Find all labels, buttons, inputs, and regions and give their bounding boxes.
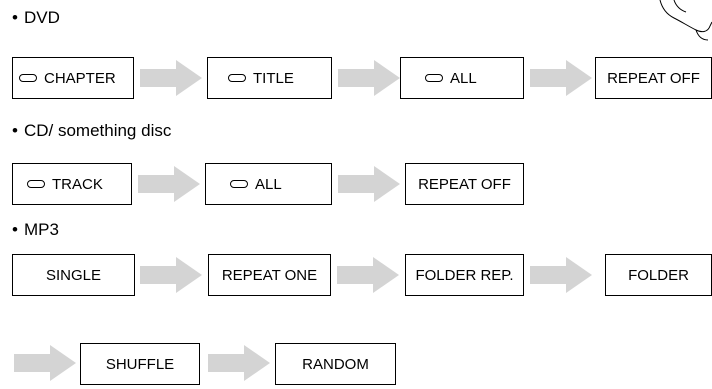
dvd-step-label: CHAPTER [44, 69, 116, 87]
mp3-step-label: SHUFFLE [105, 355, 175, 373]
dvd-step-title: TITLE [207, 57, 332, 99]
bullet: • [12, 220, 18, 239]
bullet: • [12, 121, 18, 140]
cd-step-label: REPEAT OFF [418, 175, 511, 193]
repeat-icon [19, 74, 37, 82]
right-arrow-icon [14, 345, 76, 381]
right-arrow-icon [140, 257, 202, 293]
mp3-step-random: RANDOM [275, 343, 396, 385]
mp3-step-folder-rep: FOLDER REP. [405, 254, 524, 296]
cd-heading-label: CD/ something disc [23, 121, 172, 140]
cd-step-label: ALL [255, 175, 282, 193]
dvd-step-chapter: CHAPTER [12, 57, 134, 99]
mp3-heading: • MP3 [12, 220, 59, 240]
bullet: • [12, 8, 18, 27]
cd-step-all: ALL [205, 163, 332, 205]
cd-step-label: TRACK [52, 175, 103, 193]
mp3-step-label: RANDOM [302, 355, 369, 373]
mp3-step-label: FOLDER [628, 266, 689, 284]
mp3-step-single: SINGLE [12, 254, 135, 296]
cd-heading: • CD/ something disc [12, 121, 171, 141]
right-arrow-icon [208, 345, 270, 381]
repeat-icon [425, 74, 443, 82]
mp3-step-label: SINGLE [45, 266, 102, 284]
mp3-step-folder: FOLDER [605, 254, 712, 296]
right-arrow-icon [337, 257, 399, 293]
right-arrow-icon [338, 60, 400, 96]
mp3-step-repeat-one: REPEAT ONE [208, 254, 331, 296]
dvd-step-label: REPEAT OFF [607, 69, 700, 87]
right-arrow-icon [138, 166, 200, 202]
mp3-heading-label: MP3 [23, 220, 59, 239]
dvd-step-label: ALL [450, 69, 477, 87]
repeat-icon [230, 180, 248, 188]
dvd-step-all: ALL [400, 57, 524, 99]
dvd-step-label: TITLE [253, 69, 294, 87]
right-arrow-icon [140, 60, 202, 96]
dvd-heading-label: DVD [23, 8, 60, 27]
hand-icon [659, 0, 712, 41]
mp3-step-shuffle: SHUFFLE [80, 343, 200, 385]
repeat-icon [27, 180, 45, 188]
mp3-step-label: REPEAT ONE [221, 266, 318, 284]
repeat-icon [228, 74, 246, 82]
right-arrow-icon [338, 166, 400, 202]
cd-step-repeat-off: REPEAT OFF [405, 163, 524, 205]
dvd-step-repeat-off: REPEAT OFF [595, 57, 712, 99]
right-arrow-icon [530, 60, 592, 96]
mp3-step-label: FOLDER REP. [415, 266, 514, 284]
dvd-heading: • DVD [12, 8, 60, 28]
cd-step-track: TRACK [12, 163, 132, 205]
right-arrow-icon [530, 257, 592, 293]
